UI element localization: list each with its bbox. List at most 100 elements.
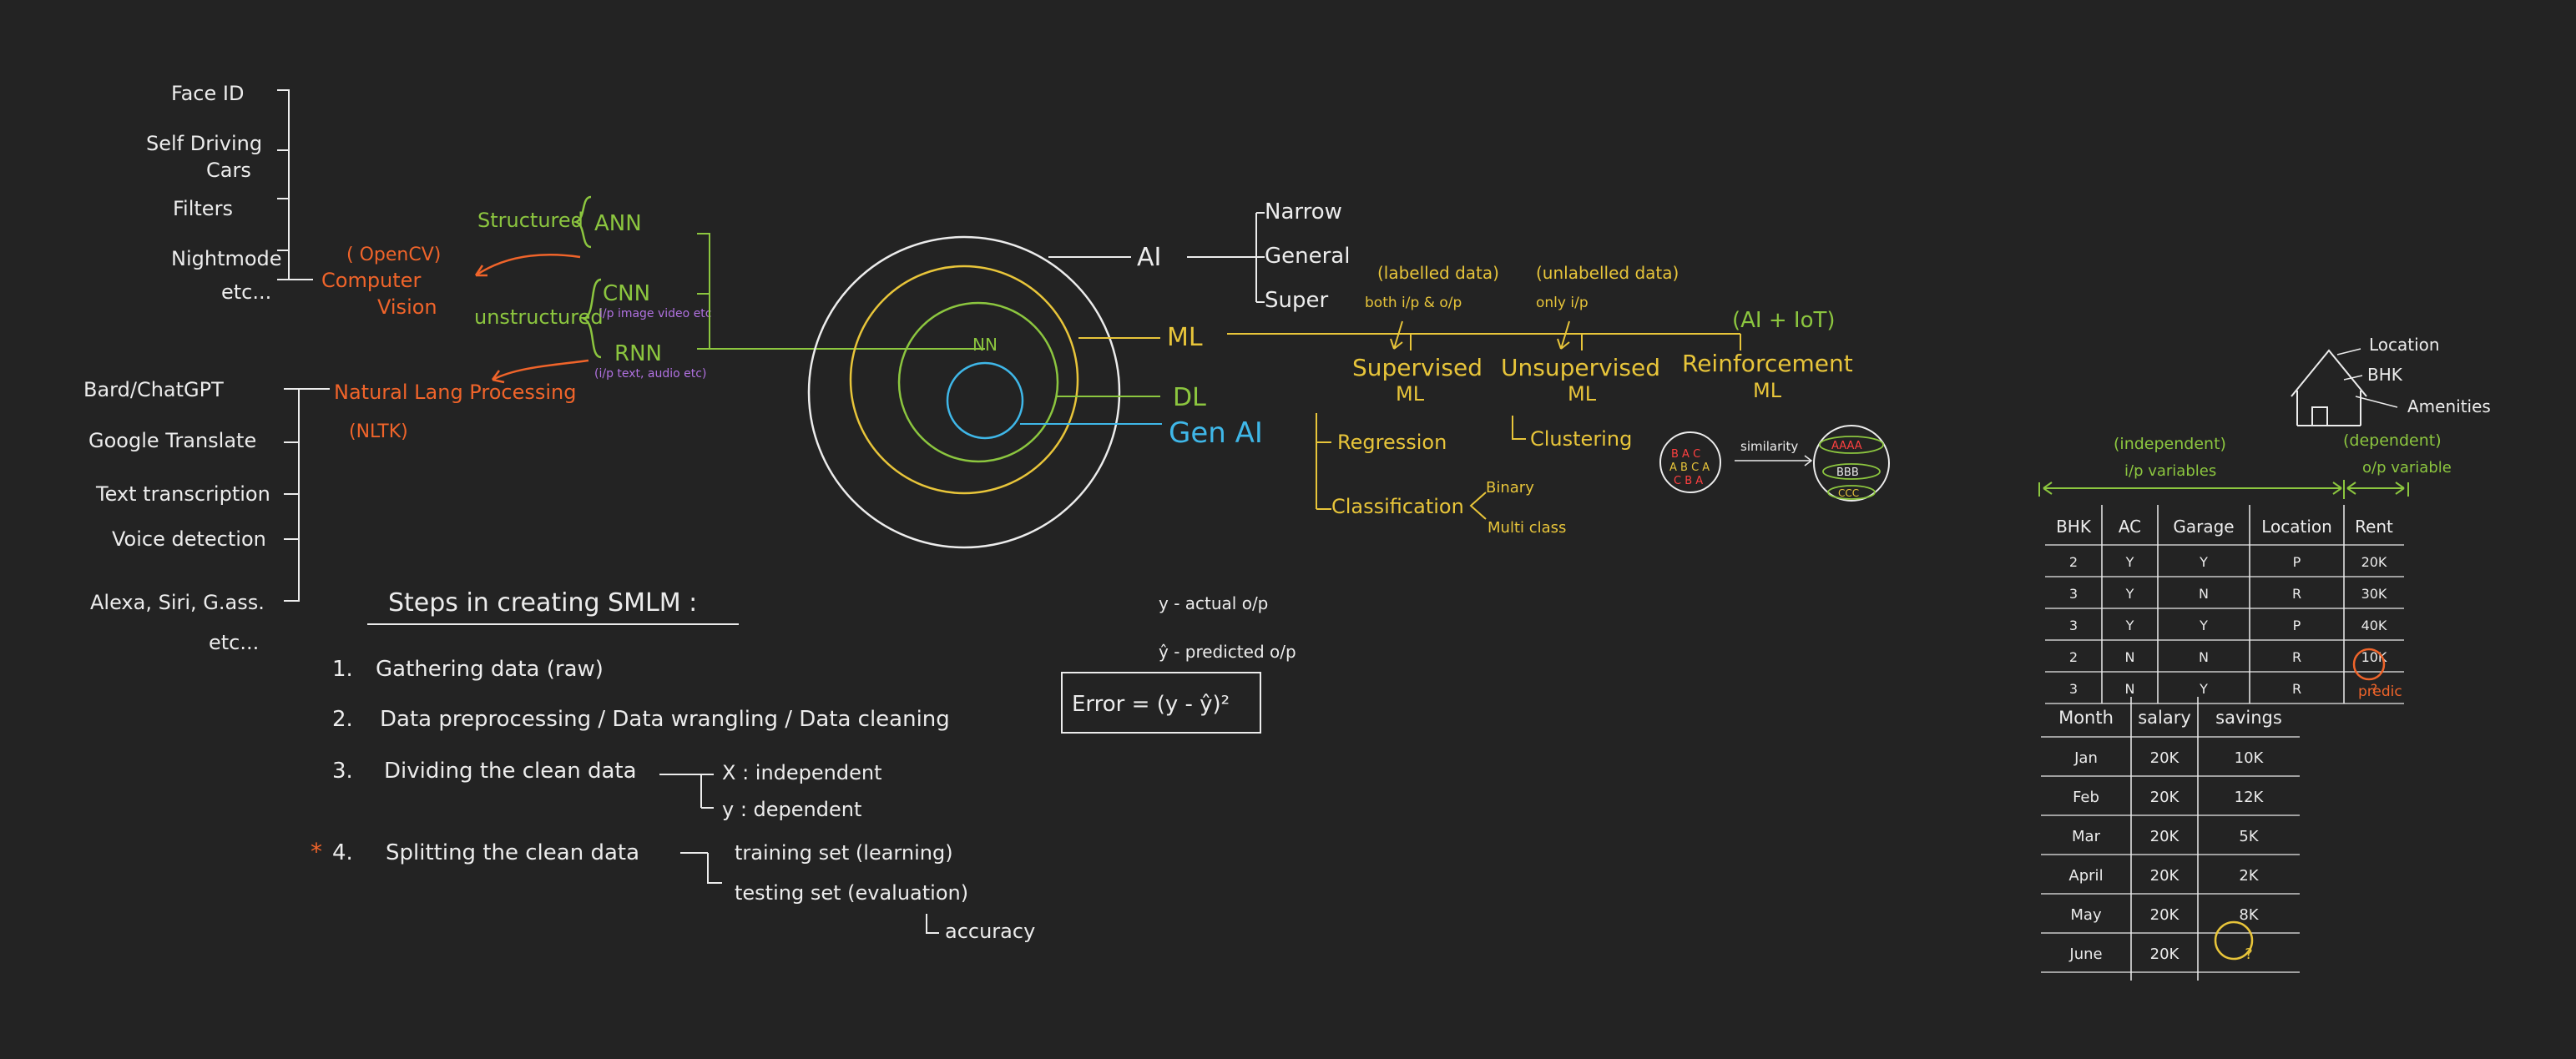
steps-section: Steps in creating SMLM : 1. Gathering da… <box>311 588 1035 943</box>
nn-label: NN <box>972 335 998 355</box>
savings-header-cell: savings <box>2215 708 2282 728</box>
item-self-driving: Self Driving <box>146 132 262 155</box>
classification-label: Classification <box>1331 495 1464 518</box>
super-label: Super <box>1265 288 1328 313</box>
cnn-to-cv-arrow <box>475 254 581 277</box>
savings-cell: Jan <box>2073 749 2098 767</box>
rent-cell: Y <box>2199 618 2208 633</box>
step-4-bracket <box>680 852 722 884</box>
accuracy-connector <box>926 914 939 934</box>
rent-cell: 2 <box>2069 554 2078 570</box>
supervised-ml-label: ML <box>1396 382 1425 406</box>
structured-label: Structured <box>477 209 583 232</box>
rent-cell: N <box>2199 649 2209 665</box>
rent-cell: 3 <box>2069 586 2078 602</box>
computer-vision-label-2: Vision <box>377 295 437 319</box>
rent-cell: Y <box>2199 554 2208 570</box>
clustering-label: Clustering <box>1530 427 1632 451</box>
amenities-label: Amenities <box>2407 396 2491 416</box>
general-label: General <box>1265 244 1350 269</box>
rent-header-cell: Garage <box>2173 517 2234 537</box>
computer-vision-label: Computer <box>321 269 421 292</box>
rnn-label: RNN <box>614 341 662 366</box>
dl-circle <box>897 301 1059 463</box>
ai-types-bracket <box>1187 212 1265 303</box>
similarity-label: similarity <box>1740 439 1798 454</box>
savings-header-cell: Month <box>2058 708 2114 728</box>
savings-header-cell: salary <box>2138 708 2191 728</box>
savings-cell: ? <box>2245 946 2253 963</box>
house-pointer-lines <box>2336 348 2398 408</box>
independent-span-arrow <box>2043 482 2342 495</box>
savings-cell: 8K <box>2239 906 2259 924</box>
rent-grid <box>2045 505 2404 704</box>
savings-cell: May <box>2070 906 2102 924</box>
reinforcement-ml-label: ML <box>1753 379 1782 402</box>
dependent-label: (dependent) <box>2343 431 2442 450</box>
savings-cell: 20K <box>2150 906 2180 924</box>
rent-cell: 20K <box>2361 554 2387 570</box>
savings-cell: June <box>2068 946 2102 963</box>
cluster-c-ellipse <box>1827 485 1876 500</box>
narrow-label: Narrow <box>1265 199 1342 224</box>
item-text-transcription: Text transcription <box>95 482 270 506</box>
unlabelled-io-label: only i/p <box>1536 295 1589 311</box>
point-glyph: A B C A <box>1669 461 1710 474</box>
labelled-data-label: (labelled data) <box>1377 263 1499 283</box>
multiclass-label: Multi class <box>1488 519 1566 537</box>
item-self-driving-cars: Cars <box>206 159 251 182</box>
computer-vision-node: ( OpenCV) Computer Vision <box>321 245 581 319</box>
point-glyph: B A C <box>1671 448 1700 461</box>
step-4-test: testing set (evaluation) <box>735 881 968 905</box>
cnn-note: i/p image video etc <box>599 307 712 320</box>
unlabelled-arrow-icon <box>1557 320 1570 350</box>
dependent-sub-label: o/p variable <box>2362 459 2452 477</box>
error-formula: y - actual o/p ŷ - predicted o/p Error =… <box>1061 593 1296 734</box>
rent-cell: R <box>2292 681 2301 697</box>
y-actual-label: y - actual o/p <box>1159 593 1268 613</box>
rent-cell: N <box>2125 681 2135 697</box>
savings-cell: 20K <box>2150 789 2180 806</box>
dependent-span-arrow <box>2346 482 2405 495</box>
item-alexa-siri: Alexa, Siri, G.ass. <box>90 591 265 614</box>
arrowhead-icon <box>474 265 487 277</box>
savings-prediction-circle <box>2214 920 2254 961</box>
item-etc: etc... <box>221 280 271 304</box>
arrowhead-icon <box>491 370 505 384</box>
rent-header-cell: BHK <box>2056 517 2092 537</box>
unsupervised-tasks: Clustering B A C A B C A C B A similarit… <box>1512 416 1890 502</box>
rent-cell: P <box>2293 554 2301 570</box>
error-formula-text: Error = (y - ŷ)² <box>1072 692 1230 717</box>
cluster-b-points: BBB <box>1836 466 1859 479</box>
nlp-node: Natural Lang Processing (NLTK) <box>334 359 589 442</box>
house-icon <box>2291 349 2367 426</box>
savings-cell: 20K <box>2150 749 2180 767</box>
nlp-label: Natural Lang Processing <box>334 381 576 404</box>
classification-brace <box>1469 492 1487 520</box>
rent-cell: N <box>2125 649 2135 665</box>
clustered-circle <box>1813 425 1890 502</box>
genai-label: Gen AI <box>1169 416 1263 450</box>
rent-cell: Y <box>2125 554 2134 570</box>
cluster-b-ellipse <box>1822 463 1881 480</box>
rent-table: (independent) i/p variables (dependent) … <box>2038 431 2452 704</box>
nlp-bracket <box>284 388 330 602</box>
y-predicted-label: ŷ - predicted o/p <box>1159 642 1296 662</box>
cv-applications: Face ID Self Driving Cars Filters Nightm… <box>146 82 313 304</box>
ml-types: (labelled data) both i/p & o/p Supervise… <box>1227 263 1853 406</box>
rent-header-cell: AC <box>2119 517 2141 537</box>
savings-cell: 5K <box>2239 828 2259 845</box>
ai-types: Narrow General Super <box>1187 199 1350 313</box>
savings-cell: 20K <box>2150 946 2180 963</box>
rent-cell: ? <box>2371 681 2378 697</box>
rent-cell: Y <box>2125 586 2134 602</box>
rent-cell: 2 <box>2069 649 2078 665</box>
genai-circle <box>946 361 1024 440</box>
clustering-bracket <box>1512 416 1526 440</box>
location-label: Location <box>2369 335 2440 355</box>
item-voice-detection: Voice detection <box>112 527 266 551</box>
labelled-arrow-icon <box>1390 320 1403 350</box>
